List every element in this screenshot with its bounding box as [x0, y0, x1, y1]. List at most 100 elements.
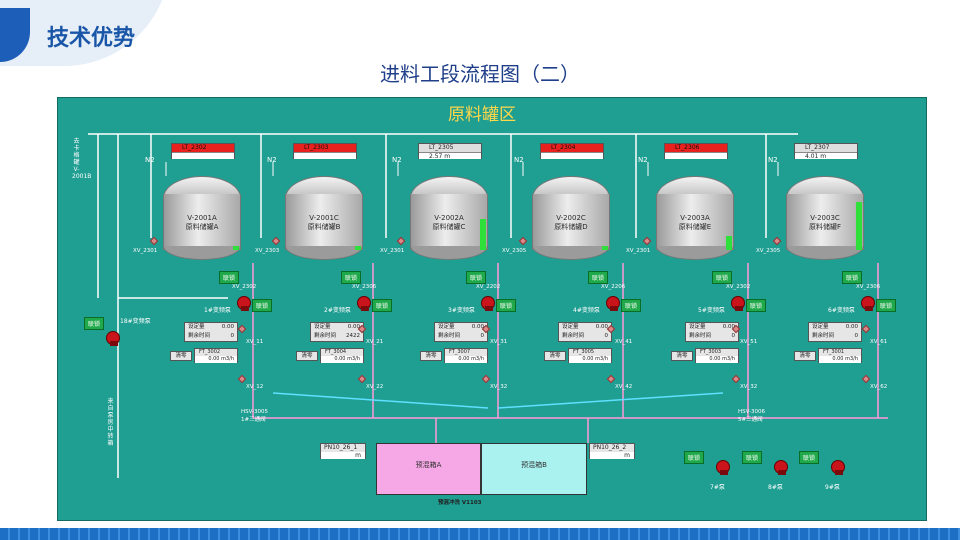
level-transmitter-box: LT_2305 2.57 m	[418, 143, 482, 160]
pump-label: 4#变频泵	[573, 307, 600, 314]
bottom-pump-linkage-button[interactable]: 联锁	[742, 451, 763, 464]
level-transmitter-box: LT_2306	[664, 143, 728, 159]
pump-outlet-valve-label: XV_2306	[352, 284, 377, 290]
page-title: 进料工段流程图（二）	[380, 62, 580, 86]
premix-box-b: 预混箱B	[481, 443, 587, 495]
pump-outlet-valve-label: XV_2302	[232, 284, 257, 290]
pump-label: 3#变频泵	[448, 307, 475, 314]
branch-valve-b-label: XV_62	[870, 384, 888, 390]
clear-button[interactable]: 清零	[296, 351, 318, 361]
title-area	[0, 0, 190, 66]
premix-box-a: 预混箱A	[376, 443, 481, 495]
tank-linkage-button[interactable]: 联锁	[341, 271, 362, 284]
level-transmitter-box: LT_2302	[171, 143, 235, 159]
bottom-pump-linkage-button[interactable]: 联锁	[684, 451, 705, 464]
pump-linkage-button[interactable]: 联锁	[746, 299, 767, 312]
pump-linkage-button[interactable]: 联锁	[372, 299, 393, 312]
flow-transmitter-box: FT_3005 0.00 m3/h	[568, 348, 612, 363]
left-linkage-button[interactable]: 联锁	[84, 317, 105, 330]
left-pump-icon[interactable]	[106, 331, 120, 346]
bottom-pump-icon[interactable]	[831, 460, 845, 475]
inlet-valve-label: XV_2301	[626, 248, 651, 254]
tank-level-bar	[233, 246, 239, 250]
branch-valve-a-label: XV_31	[490, 339, 508, 345]
flow-transmitter-box: FT_3002 0.00 m3/h	[194, 348, 238, 363]
section-title: 技术优势	[47, 26, 136, 51]
tank-level-bar	[856, 202, 862, 250]
left-vertical-bottom-label: 来自泵房中转箱	[107, 398, 114, 447]
variable-frequency-pump-icon[interactable]	[861, 296, 875, 311]
three-way-valve-1-label: HSV-3005 1#三通阀	[241, 409, 269, 423]
variable-frequency-pump-icon[interactable]	[357, 296, 371, 311]
tank-linkage-button[interactable]: 联锁	[466, 271, 487, 284]
branch-valve-b-label: XV_22	[366, 384, 384, 390]
pump-outlet-valve-label: XV_2306	[856, 284, 881, 290]
tank-linkage-button[interactable]: 联锁	[219, 271, 240, 284]
bottom-pump-icon[interactable]	[716, 460, 730, 475]
pump-linkage-button[interactable]: 联锁	[621, 299, 642, 312]
bottom-pump-label: 8#泵	[768, 484, 783, 491]
pump-label: 1#变频泵	[204, 307, 231, 314]
branch-valve-a-label: XV_21	[366, 339, 384, 345]
variable-frequency-pump-icon[interactable]	[481, 296, 495, 311]
flow-transmitter-box: FT_3004 0.00 m3/h	[320, 348, 364, 363]
n2-label: N2	[267, 156, 277, 164]
clear-button[interactable]: 清零	[420, 351, 442, 361]
clear-button[interactable]: 清零	[170, 351, 192, 361]
tank-linkage-button[interactable]: 联锁	[842, 271, 863, 284]
clear-button[interactable]: 清零	[794, 351, 816, 361]
branch-valve-a-label: XV_61	[870, 339, 888, 345]
tank-level-bar	[602, 246, 608, 250]
left-pump-label: 18#变频泵	[120, 318, 151, 325]
inlet-valve-label: XV_2305	[502, 248, 527, 254]
variable-frequency-pump-icon[interactable]	[731, 296, 745, 311]
tank-linkage-button[interactable]: 联锁	[712, 271, 733, 284]
bottom-pump-linkage-button[interactable]: 联锁	[799, 451, 820, 464]
pump-label: 6#变频泵	[828, 307, 855, 314]
n2-label: N2	[145, 156, 155, 164]
tank-linkage-button[interactable]: 联锁	[588, 271, 609, 284]
n2-label: N2	[514, 156, 524, 164]
n2-label: N2	[392, 156, 402, 164]
flow-transmitter-box: FT_3007 0.00 m3/h	[444, 348, 488, 363]
pump-linkage-button[interactable]: 联锁	[876, 299, 897, 312]
n2-label: N2	[638, 156, 648, 164]
three-way-valve-2-label: HSV-3006 5#三通阀	[738, 409, 766, 423]
tank-level-bar	[480, 219, 486, 250]
pump-linkage-button[interactable]: 联锁	[252, 299, 273, 312]
inlet-valve-label: XV_2301	[380, 248, 405, 254]
bottom-pump-label: 7#泵	[710, 484, 725, 491]
inlet-valve-label: XV_2305	[756, 248, 781, 254]
tank-level-bar	[726, 236, 732, 250]
variable-frequency-pump-icon[interactable]	[237, 296, 251, 311]
clear-button[interactable]: 清零	[671, 351, 693, 361]
level-transmitter-box: LT_2303	[293, 143, 357, 159]
branch-valve-b-label: XV_12	[246, 384, 264, 390]
level-transmitter-box: LT_2304	[540, 143, 604, 159]
bottom-pump-icon[interactable]	[774, 460, 788, 475]
level-transmitter-box: LT_2307 4.01 m	[794, 143, 858, 160]
variable-frequency-pump-icon[interactable]	[606, 296, 620, 311]
branch-valve-a-label: XV_11	[246, 339, 264, 345]
branch-valve-b-label: XV_32	[490, 384, 508, 390]
pump-linkage-button[interactable]: 联锁	[496, 299, 517, 312]
left-vertical-top-label: 去卡格罐V-2001B	[72, 138, 92, 180]
clear-button[interactable]: 清零	[544, 351, 566, 361]
